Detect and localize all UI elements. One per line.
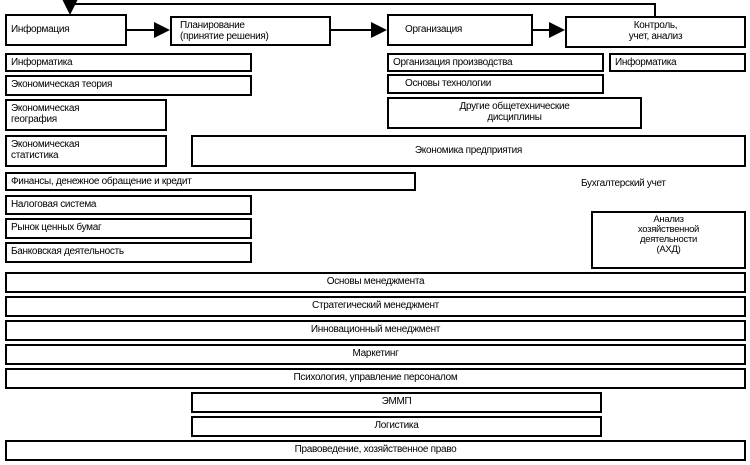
accounting-box: Бухгалтерский учет (577, 172, 746, 206)
accounting-label: Бухгалтерский учет (581, 178, 666, 189)
other-tech-box: Другие общетехнические дисциплины (387, 97, 642, 129)
economic-theory-box: Экономическая теория (5, 75, 252, 96)
informatics-right-label: Информатика (615, 57, 677, 68)
banking-box: Банковская деятельность (5, 242, 252, 263)
organization-box: Организация (387, 14, 533, 46)
securities-market-label: Рынок ценных бумаг (11, 222, 102, 233)
organization-label: Организация (405, 24, 463, 35)
marketing-box: Маркетинг (5, 344, 746, 365)
enterprise-economics-box: Экономика предприятия (191, 135, 746, 167)
emmm-label: ЭММП (381, 396, 412, 407)
psychology-label: Психология, управление персоналом (293, 372, 458, 383)
psychology-box: Психология, управление персоналом (5, 368, 746, 389)
ahd-box: Анализ хозяйственной деятельности (АХД) (591, 211, 746, 269)
strategic-mgmt-box: Стратегический менеджмент (5, 296, 746, 317)
tax-system-label: Налоговая система (11, 199, 97, 210)
economic-theory-label: Экономическая теория (11, 79, 113, 90)
mgmt-basics-box: Основы менеджмента (5, 272, 746, 293)
control-box: Контроль, учет, анализ (565, 16, 746, 48)
law-box: Правоведение, хозяйственное право (5, 440, 746, 461)
economic-statistics-box: Экономическая статистика (5, 135, 167, 167)
finance-box: Финансы, денежное обращение и кредит (5, 172, 416, 191)
innovation-mgmt-box: Инновационный менеджмент (5, 320, 746, 341)
info-label: Информация (11, 24, 70, 35)
innovation-mgmt-label: Инновационный менеджмент (310, 324, 441, 335)
securities-market-box: Рынок ценных бумаг (5, 218, 252, 239)
tax-system-box: Налоговая система (5, 195, 252, 215)
tech-basics-box: Основы технологии (387, 74, 604, 94)
economic-statistics-label: Экономическая статистика (11, 139, 80, 161)
marketing-label: Маркетинг (352, 348, 399, 359)
tech-basics-label: Основы технологии (405, 78, 492, 89)
enterprise-economics-label: Экономика предприятия (414, 145, 523, 156)
informatics-left-box: Информатика (5, 53, 252, 72)
economic-geography-label: Экономическая география (11, 103, 80, 125)
strategic-mgmt-label: Стратегический менеджмент (312, 300, 439, 311)
info-box: Информация (5, 14, 127, 46)
emmm-box: ЭММП (191, 392, 602, 413)
org-production-label: Организация производства (393, 57, 513, 68)
planning-box: Планирование (принятие решения) (170, 16, 331, 46)
banking-label: Банковская деятельность (11, 246, 124, 257)
informatics-left-label: Информатика (11, 57, 73, 68)
informatics-right-box: Информатика (609, 53, 746, 72)
control-label: Контроль, учет, анализ (628, 20, 683, 42)
ahd-label: Анализ хозяйственной деятельности (АХД) (637, 214, 700, 255)
logistics-box: Логистика (191, 416, 602, 437)
org-production-box: Организация производства (387, 53, 604, 72)
planning-label: Планирование (принятие решения) (180, 20, 269, 42)
finance-label: Финансы, денежное обращение и кредит (11, 176, 192, 187)
mgmt-basics-label: Основы менеджмента (326, 276, 425, 287)
logistics-label: Логистика (374, 420, 419, 431)
law-label: Правоведение, хозяйственное право (294, 444, 457, 455)
other-tech-label: Другие общетехнические дисциплины (459, 101, 570, 123)
arrow-feedback-loop (62, 0, 656, 16)
economic-geography-box: Экономическая география (5, 99, 167, 131)
